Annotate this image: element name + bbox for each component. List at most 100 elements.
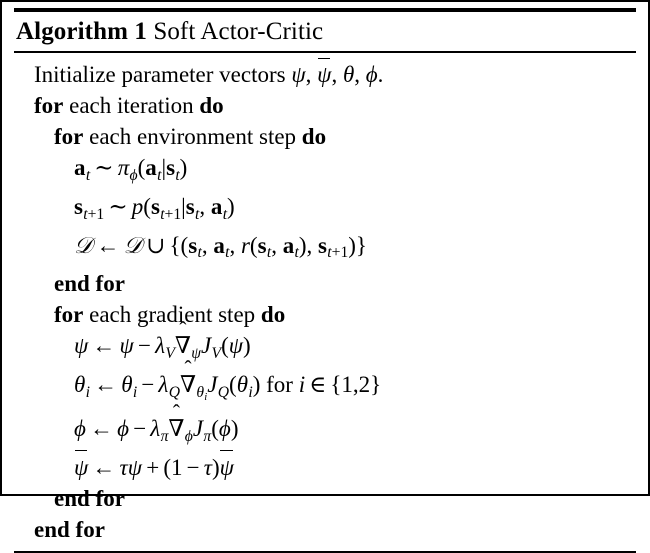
keyword-end-for-3: end for <box>34 516 105 542</box>
symbol-phi-lhs: ϕ <box>74 415 86 441</box>
symbol-theta-lhs: θ <box>74 372 86 397</box>
nabla-hat-1: ∇ <box>175 330 191 361</box>
bottom-rule <box>14 550 636 553</box>
comma-8: , <box>306 232 313 258</box>
vector-s-6: s <box>257 232 267 258</box>
line-for-gradient-step: for each gradient step do <box>2 299 648 330</box>
vector-a-2: a <box>145 155 157 181</box>
symbol-phi-arg: ϕ <box>218 415 231 441</box>
subscript-t-8: t <box>266 244 272 262</box>
symbol-theta-rhs: θ <box>121 372 133 397</box>
line-for-iteration: for each iteration do <box>2 90 648 121</box>
algorithm-body: Initialize parameter vectors ψ, ψ, θ, ϕ.… <box>2 53 648 544</box>
line-sample-action: at∼πϕ(at|st) <box>74 155 188 184</box>
algorithm-block: Algorithm 1 Soft Actor-Critic Initialize… <box>0 0 650 496</box>
value-one: 1 <box>170 454 183 480</box>
subscript-i-2: i <box>132 383 138 401</box>
subscript-psi-1: ψ <box>191 345 201 362</box>
vector-s-1: s <box>166 155 176 181</box>
objective-j-3: J <box>192 415 204 441</box>
line-end-for-gradient-step: end for <box>2 483 648 514</box>
nabla-hat-2: ∇ <box>180 369 196 400</box>
line-update-psi: ψ←ψ−λV∇ψJV(ψ) <box>2 330 648 369</box>
vector-s-2: s <box>74 193 83 219</box>
line-append-replay-buffer: 𝒟←𝒟∪{(st, at, r(st, at), st+1)} <box>74 232 367 262</box>
operator-minus-2: − <box>141 372 155 397</box>
line-sample-next-state: st+1∼p(st+1|st, at) <box>74 193 235 223</box>
subscript-t-plus-1-c: t+1 <box>327 244 349 262</box>
keyword-for-2: for <box>54 124 84 150</box>
keyword-do-1: do <box>199 93 224 119</box>
vector-a-4: a <box>213 232 225 258</box>
operator-union: ∪ <box>146 232 166 258</box>
subscript-q-1: Q <box>168 383 180 401</box>
operator-leftarrow-3: ← <box>94 372 118 397</box>
script-d-1: 𝒟 <box>74 232 93 259</box>
script-d-2: 𝒟 <box>123 232 142 259</box>
symbol-psi: ψ <box>291 62 306 88</box>
operator-minus-3: − <box>133 415 147 441</box>
symbol-psi-lhs: ψ <box>74 333 89 359</box>
operator-minus-4: − <box>186 454 200 480</box>
comma-3: , <box>354 62 360 88</box>
comma-5: , <box>201 232 208 258</box>
vector-a-3: a <box>210 193 223 219</box>
comma-1: , <box>305 62 312 88</box>
symbol-i-index: i <box>298 372 306 397</box>
operator-leftarrow-2: ← <box>92 333 116 359</box>
subscript-pi-1: π <box>160 427 169 445</box>
text-each-environment-step: each environment step <box>89 124 297 150</box>
set-value-1: 1 <box>341 372 353 397</box>
symbol-psi-bar-lhs: ψ <box>74 450 88 483</box>
symbol-phi-rhs: ϕ <box>117 415 130 441</box>
comma-2: , <box>331 62 338 88</box>
symbol-tau-1: τ <box>119 454 128 480</box>
symbol-lambda-v: λ <box>155 333 166 359</box>
symbol-psi-rhs: ψ <box>119 333 134 359</box>
text-each-iteration: each iteration <box>69 93 194 119</box>
line-initialize: Initialize parameter vectors ψ, ψ, θ, ϕ. <box>2 57 648 90</box>
line-update-phi: ϕ←ϕ−λπ∇ϕJπ(ϕ) <box>2 413 648 452</box>
initialize-label: Initialize parameter vectors <box>34 62 286 88</box>
keyword-do-2: do <box>301 124 327 150</box>
algorithm-title-keyword: Algorithm 1 <box>16 18 147 45</box>
subscript-t-6: t <box>197 244 202 262</box>
operator-in: ∈ <box>309 372 327 397</box>
operator-plus-1: + <box>146 454 160 480</box>
vector-s-4: s <box>185 193 195 219</box>
objective-j-1: J <box>201 333 212 359</box>
top-rule <box>14 8 636 12</box>
subscript-phi-1: ϕ <box>129 166 138 184</box>
subscript-t-4: t <box>195 205 200 223</box>
algorithm-title: Algorithm 1 Soft Actor-Critic <box>2 12 648 51</box>
comma-7: , <box>271 232 277 258</box>
vector-s-7: s <box>318 232 327 258</box>
keyword-end-for-2: end for <box>54 485 125 511</box>
operator-minus-1: − <box>137 333 151 359</box>
operator-sim-2: ∼ <box>108 193 128 219</box>
subscript-t-plus-1-b: t+1 <box>160 205 182 223</box>
function-p: p <box>131 193 144 219</box>
vector-s-3: s <box>150 193 160 219</box>
comma-4: , <box>199 193 206 219</box>
subscript-t-1: t <box>85 166 91 184</box>
symbol-psi-tau: ψ <box>127 454 143 480</box>
operator-sim-1: ∼ <box>94 155 114 181</box>
subscript-theta-i-1: θi <box>196 383 208 403</box>
text-for-roman: for <box>266 372 293 397</box>
set-value-2: 2 <box>358 372 371 397</box>
algorithm-title-name: Soft Actor-Critic <box>153 18 324 45</box>
vector-a-1: a <box>74 155 86 181</box>
line-for-environment-step: for each environment step do <box>2 121 648 152</box>
line-end-for-environment-step: end for <box>2 268 648 299</box>
keyword-for-1: for <box>34 93 64 119</box>
symbol-lambda-q: λ <box>158 372 169 397</box>
subscript-t-7: t <box>225 244 230 262</box>
subscript-i-3: i <box>248 383 253 401</box>
comma-9: , <box>352 372 359 397</box>
subscript-t-3: t <box>175 166 180 184</box>
subscript-v-2: V <box>211 345 222 362</box>
symbol-theta-arg: θ <box>236 372 249 397</box>
nabla-hat-3: ∇ <box>168 413 184 444</box>
subscript-v-1: V <box>165 345 175 362</box>
